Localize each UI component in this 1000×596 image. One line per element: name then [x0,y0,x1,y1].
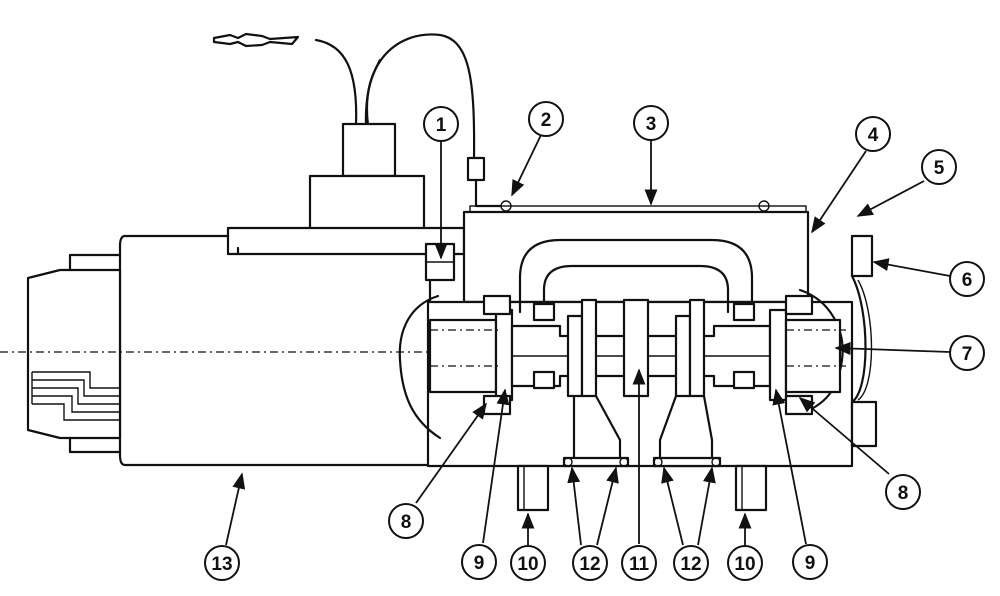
callout-3: 3 [633,105,669,141]
callout-9-left: 9 [461,544,497,580]
left-cutaway [398,242,514,440]
callout-label: 11 [629,554,650,575]
callout-label: 8 [898,483,909,504]
callout-10-left: 10 [510,545,546,581]
callout-label: 9 [805,553,816,574]
callout-label: 12 [680,554,701,575]
callout-9-right: 9 [792,544,828,580]
callout-12-left: 12 [572,545,608,581]
callout-label: 10 [517,554,538,575]
callout-label: 1 [436,115,447,136]
leader-lines [225,134,951,546]
callout-label: 12 [579,554,600,575]
callout-label: 13 [211,554,232,575]
callout-label: 5 [934,158,945,179]
callout-11: 11 [621,545,657,581]
solenoid-body [0,226,466,467]
callout-8-left: 8 [388,503,424,539]
connector-plug [212,32,300,48]
callout-label: 2 [541,110,552,131]
callout-label: 8 [401,512,412,533]
callout-5: 5 [921,149,957,185]
callout-12-right: 12 [673,545,709,581]
callout-4: 4 [855,116,891,152]
callout-13: 13 [204,545,240,581]
callout-label: 7 [962,344,973,365]
callout-8-right: 8 [885,474,921,510]
callout-label: 10 [734,554,755,575]
right-cutaway [768,234,878,448]
callout-label: 3 [646,114,657,135]
callout-label: 9 [474,553,485,574]
callout-2: 2 [528,101,564,137]
callout-10-right: 10 [727,545,763,581]
callout-label: 6 [962,270,973,291]
callout-1: 1 [423,106,459,142]
callout-6: 6 [949,261,985,297]
callout-label: 4 [868,125,879,146]
port-passages [562,394,722,468]
wire-harness [314,33,502,208]
callout-7: 7 [949,335,985,371]
internal-passage [518,238,754,314]
solenoid-coil-housing [308,122,426,232]
